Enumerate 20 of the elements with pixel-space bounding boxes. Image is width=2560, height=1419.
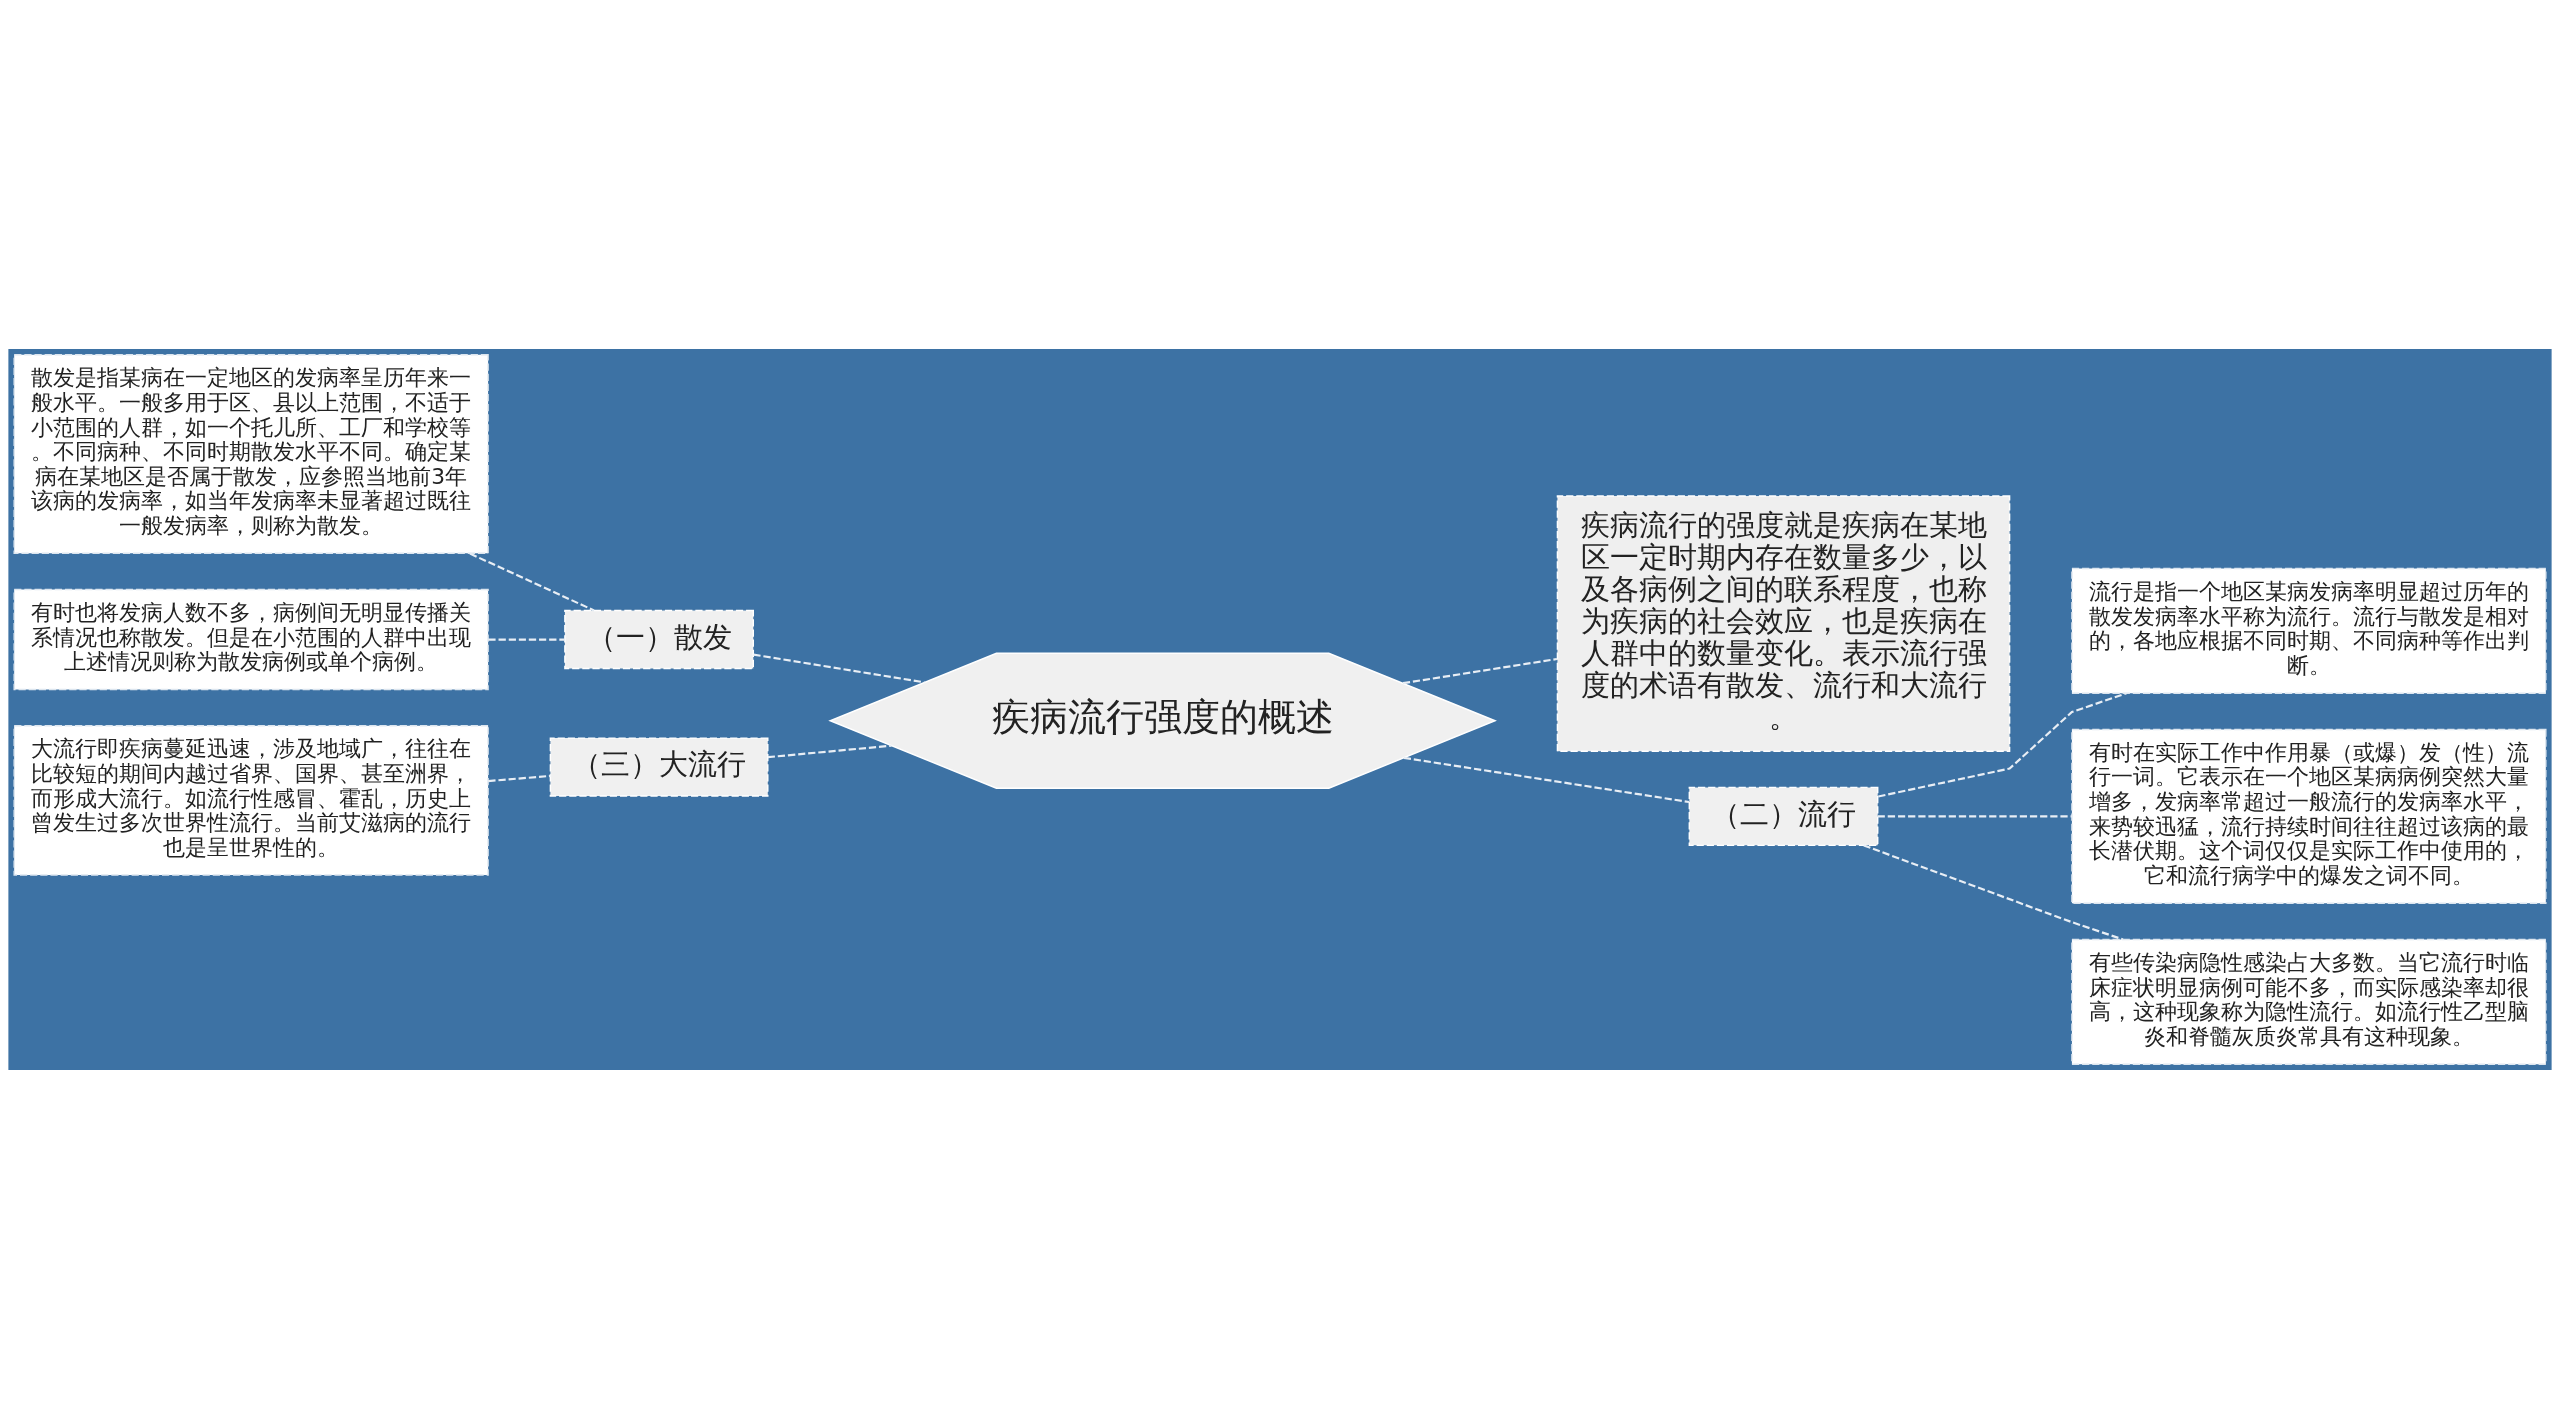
- connector: [753, 653, 925, 684]
- connector: [1403, 756, 1690, 804]
- connector: [1877, 815, 2072, 818]
- connector: [469, 552, 595, 612]
- connector: [1863, 844, 2124, 941]
- node-box: 散发是指某病在一定地区的发病率呈历年来一般水平。一般多用于区、县以上范围，不适于小范围的人群，如一个托儿所、工厂和学校等。不同病种、不同时期散发水平不同。确定某病在某地区是否属于散发，应参照当地前3年该病的发病率，如当年发病率未显著超过既往一般发病率，则称为散发。: [13, 354, 489, 555]
- connector: [1402, 657, 1558, 685]
- node-box: （一）散发: [564, 609, 754, 670]
- connector: [767, 744, 892, 759]
- node-box: 大流行即疾病蔓延迅速，涉及地域广，往往在比较短的期间内越过省界、国界、甚至洲界，而形成大流行。如流行性感冒、霍乱，历史上曾发生过多次世界性流行。当前艾滋病的流行也是呈世界性的。: [13, 725, 489, 876]
- node-box: 有时也将发病人数不多，病例间无明显传播关系情况也称散发。但是在小范围的人群中出现上述情况则称为散发病例或单个病例。: [13, 588, 489, 691]
- node-box: 有时在实际工作中作用暴（或爆）发（性）流行一词。它表示在一个地区某病病例突然大量增多，发病率常超过一般流行的发病率水平，来势较迅猛，流行持续时间往往超过该病的最长潜伏期。这个词仅仅是实际工作中使用的，它和流行病学中的爆发之词不同。: [2071, 728, 2547, 905]
- node-box: 有些传染病隐性感染占大多数。当它流行时临床症状明显病例可能不多，而实际感染率却很高，这种现象称为隐性流行。如流行性乙型脑炎和脊髓灰质炎常具有这种现象。: [2071, 938, 2547, 1065]
- node-box: 疾病流行的强度就是疾病在某地区一定时期内存在数量多少，以及各病例之间的联系程度，也称为疾病的社会效应，也是疾病在人群中的数量变化。表示流行强度的术语有散发、流行和大流行。: [1556, 495, 2011, 752]
- node-box: 流行是指一个地区某病发病率明显超过历年的散发发病率水平称为流行。流行与散发是相对的，各地应根据不同时期、不同病种等作出判断。: [2071, 567, 2547, 694]
- connector: [1878, 692, 2127, 798]
- connector: [488, 774, 551, 783]
- node-box: （二）流行: [1688, 786, 1879, 847]
- connector: [488, 638, 565, 641]
- node-box: （三）大流行: [549, 737, 769, 797]
